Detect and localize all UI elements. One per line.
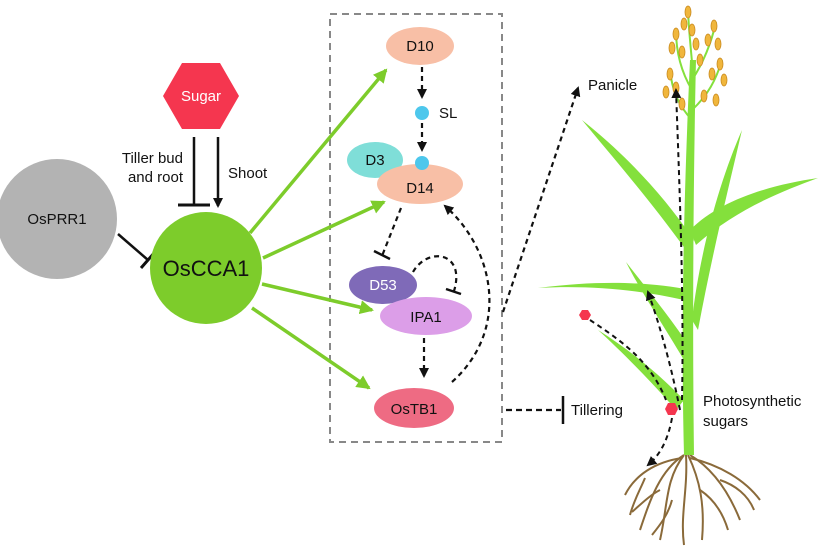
osprr1-label: OsPRR1 [27,211,86,228]
osprr1-node: OsPRR1 [0,159,117,279]
d10-node: D10 [386,27,454,65]
d53-inhibit-ipa1 [412,255,462,296]
shoot-label: Shoot [228,165,268,182]
ipa1-label: IPA1 [410,309,441,326]
rice-plant-illustration [538,5,818,546]
arrow-to-ostb1 [251,306,371,390]
sugar-node: Sugar [163,63,239,129]
arrow-to-d10 [248,68,388,235]
tiller-bud-label-2: and root [128,169,184,186]
leaf-sugar-hexagon [579,310,591,320]
arrow-to-ipa1 [261,282,374,315]
oscca1-label: OsCCA1 [163,256,250,281]
sl-bound-dot [415,156,429,170]
sl-node: SL [415,105,457,122]
sugar-label: Sugar [181,88,221,105]
sugar-transport-arrows [589,88,684,467]
plant-roots [624,454,761,546]
oscca1-activation-arrows [248,68,388,390]
arrow-to-d14 [262,200,386,260]
ipa1-node: IPA1 [380,297,472,335]
osprr1-inhibits-oscca1 [117,233,157,269]
ostb1-node: OsTB1 [374,388,454,428]
plant-leaves [538,60,818,455]
d3-node: D3 [347,142,403,178]
ostb1-label: OsTB1 [391,401,438,418]
base-sugar-hexagon [665,403,678,415]
d53-label: D53 [369,277,397,294]
photosynthetic-label-2: sugars [703,413,748,430]
photosynthetic-label-1: Photosynthetic [703,393,802,410]
panicle-label: Panicle [588,77,637,94]
d3-label: D3 [365,152,384,169]
d10-label: D10 [406,38,434,55]
ostb1-inhibit-tillering [506,396,565,424]
tiller-bud-label-1: Tiller bud [122,150,183,167]
sugar-inhibit-tiller-bud [178,137,210,207]
panicle-arrow [501,86,581,313]
d14-node: D14 [377,156,463,204]
sl-label: SL [439,105,457,122]
tillering-label: Tillering [571,402,623,419]
ostb1-to-d14-feedback [443,204,491,383]
d14-label: D14 [406,180,434,197]
oscca1-node: OsCCA1 [150,212,262,324]
d53-node: D53 [349,266,417,304]
d14-inhibit-d53 [373,207,403,261]
